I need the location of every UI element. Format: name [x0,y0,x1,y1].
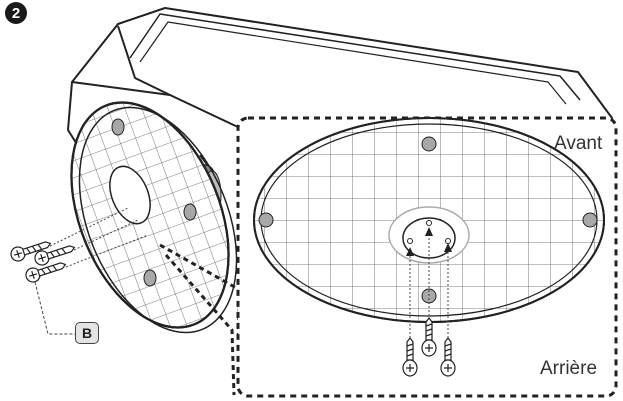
rubber-foot-top [421,136,437,152]
screw-left-1 [10,241,52,262]
screw-direction-arrows [406,227,452,256]
screw-left-3 [25,262,67,283]
screw-group-detail [402,317,456,377]
front-label: Avant [554,133,603,154]
rubber-foot-right [582,212,598,228]
screw-detail-1 [402,337,418,377]
screw-group-left [10,241,76,283]
screw-left-2 [34,245,76,266]
rubber-foot-left [258,212,274,228]
screw-detail-3 [440,337,456,377]
screw-detail-2 [421,317,437,357]
step-number-badge: 2 [5,2,27,24]
back-label: Arrière [540,358,598,379]
callout-leader-b [34,281,75,335]
monitor-body [67,7,613,231]
screw-guide-lines-left [49,207,149,268]
screw-callout-badge: B [75,322,99,344]
